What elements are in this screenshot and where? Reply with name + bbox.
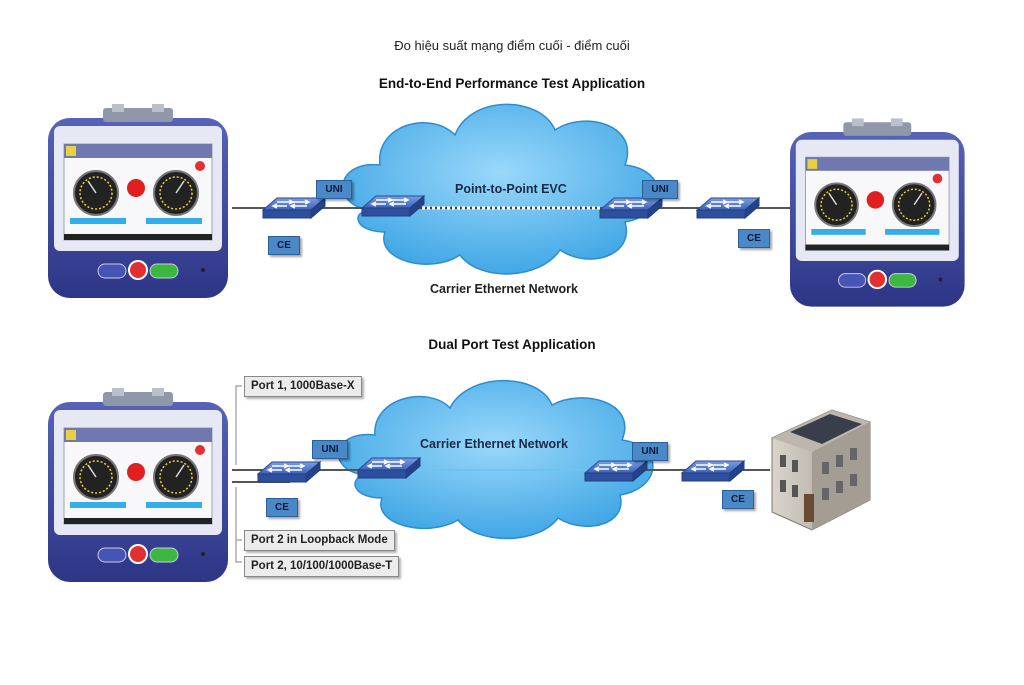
building-icon: [771, 409, 871, 531]
port1-label: Port 1, 1000Base-X: [244, 376, 362, 397]
cloud-label-2: Carrier Ethernet Network: [420, 437, 568, 451]
switch-ce-left-2: [257, 461, 321, 483]
page-subtitle: Đo hiệu suất mạng điểm cuối - điểm cuối: [394, 38, 630, 53]
ce-label-left-2: CE: [266, 498, 298, 517]
port2-label: Port 2, 10/100/1000Base-T: [244, 556, 400, 577]
tester-right-1: [789, 117, 966, 308]
section2-title: Dual Port Test Application: [428, 337, 596, 352]
switch-ce-right-2: [681, 460, 745, 482]
switch-ce-left-1: [262, 197, 326, 219]
ce-label-left-1: CE: [268, 236, 300, 255]
cloud-1: [342, 103, 659, 275]
network-label-1: Carrier Ethernet Network: [430, 282, 578, 296]
port2-loopback-label: Port 2 in Loopback Mode: [244, 530, 395, 551]
ce-label-right-2: CE: [722, 490, 754, 509]
ce-label-right-1: CE: [738, 229, 770, 248]
switch-ce-right-1: [696, 197, 760, 219]
uni-label-right-2: UNI: [632, 442, 668, 461]
cloud-label-1: Point-to-Point EVC: [455, 182, 567, 196]
uni-label-right-1: UNI: [642, 180, 678, 199]
uni-label-left-2: UNI: [312, 440, 348, 459]
uni-label-left-1: UNI: [316, 180, 352, 199]
tester-left-2: [47, 387, 229, 583]
tester-left-1: [47, 103, 229, 299]
section1-title: End-to-End Performance Test Application: [378, 76, 646, 91]
